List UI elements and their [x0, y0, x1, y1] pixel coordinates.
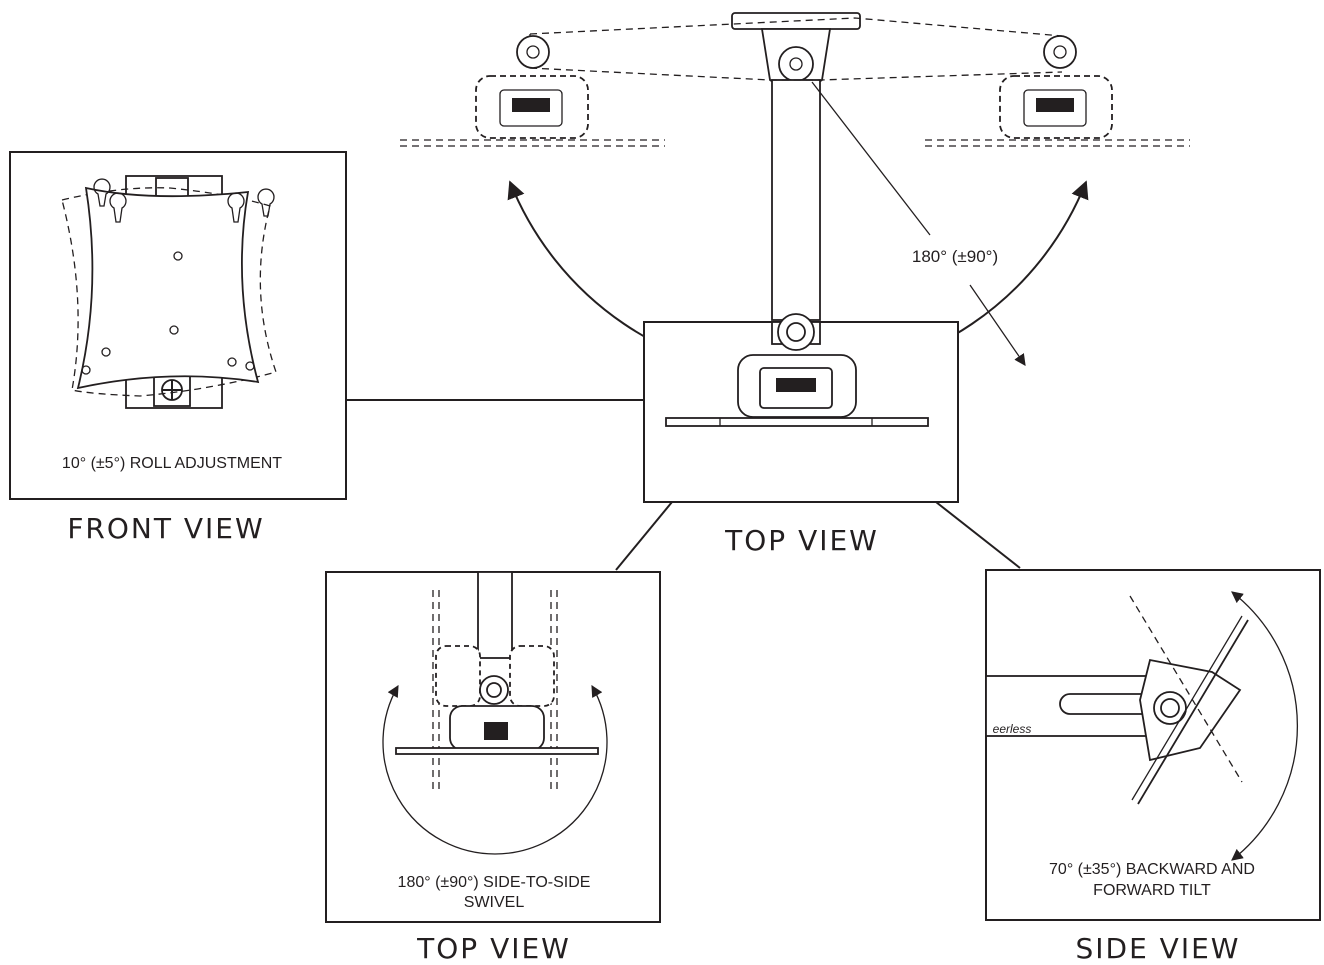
angle-leader-line: [811, 81, 931, 236]
front-view-drawing: [61, 175, 277, 409]
pivot-screw-icon: [789, 57, 803, 71]
side-view-label: SIDE VIEW: [1076, 932, 1241, 965]
arm-outline-dashed-top: [529, 17, 1063, 37]
vesa-faceplate: [76, 186, 260, 390]
main-swivel-angle: 180° (±90°): [912, 247, 998, 266]
tilt-note-line1: 70° (±35°) BACKWARD AND: [1049, 861, 1255, 878]
right-swivel-position: [925, 35, 1190, 147]
top-view-frame-contents: [665, 313, 929, 427]
side-view-drawing: eerless: [985, 591, 1298, 861]
left-swivel-position: [400, 35, 665, 147]
upper-pivot: [778, 46, 814, 82]
detail-swivel-arc-arrow: [382, 684, 608, 855]
main-top-view-assembly: 180° (±90°): [400, 12, 1190, 379]
top-detail-connector: [615, 501, 673, 571]
detail-swivel-note-line1: 180° (±90°) SIDE-TO-SIDE: [398, 874, 591, 891]
arm-outline-dashed-bottom: [529, 67, 1063, 81]
angle-leader-arrow: [969, 284, 1026, 366]
top-view-main-label: TOP VIEW: [724, 524, 879, 557]
tilt-note-line2: FORWARD TILT: [1093, 882, 1211, 899]
roll-adjustment-note: 10° (±5°) ROLL ADJUSTMENT: [62, 455, 282, 472]
detail-swivel-note-line2: SWIVEL: [464, 894, 525, 911]
front-view-label: FRONT VIEW: [67, 512, 264, 545]
rolled-plate-outline: [61, 187, 277, 397]
top-view-detail-drawing: [382, 571, 608, 855]
side-view-connector: [935, 501, 1021, 569]
top-view-detail-label: TOP VIEW: [416, 932, 571, 965]
tilt-arc-arrow: [1231, 591, 1298, 861]
vertical-pole: [771, 79, 821, 321]
brand-mark: eerless: [993, 722, 1032, 736]
